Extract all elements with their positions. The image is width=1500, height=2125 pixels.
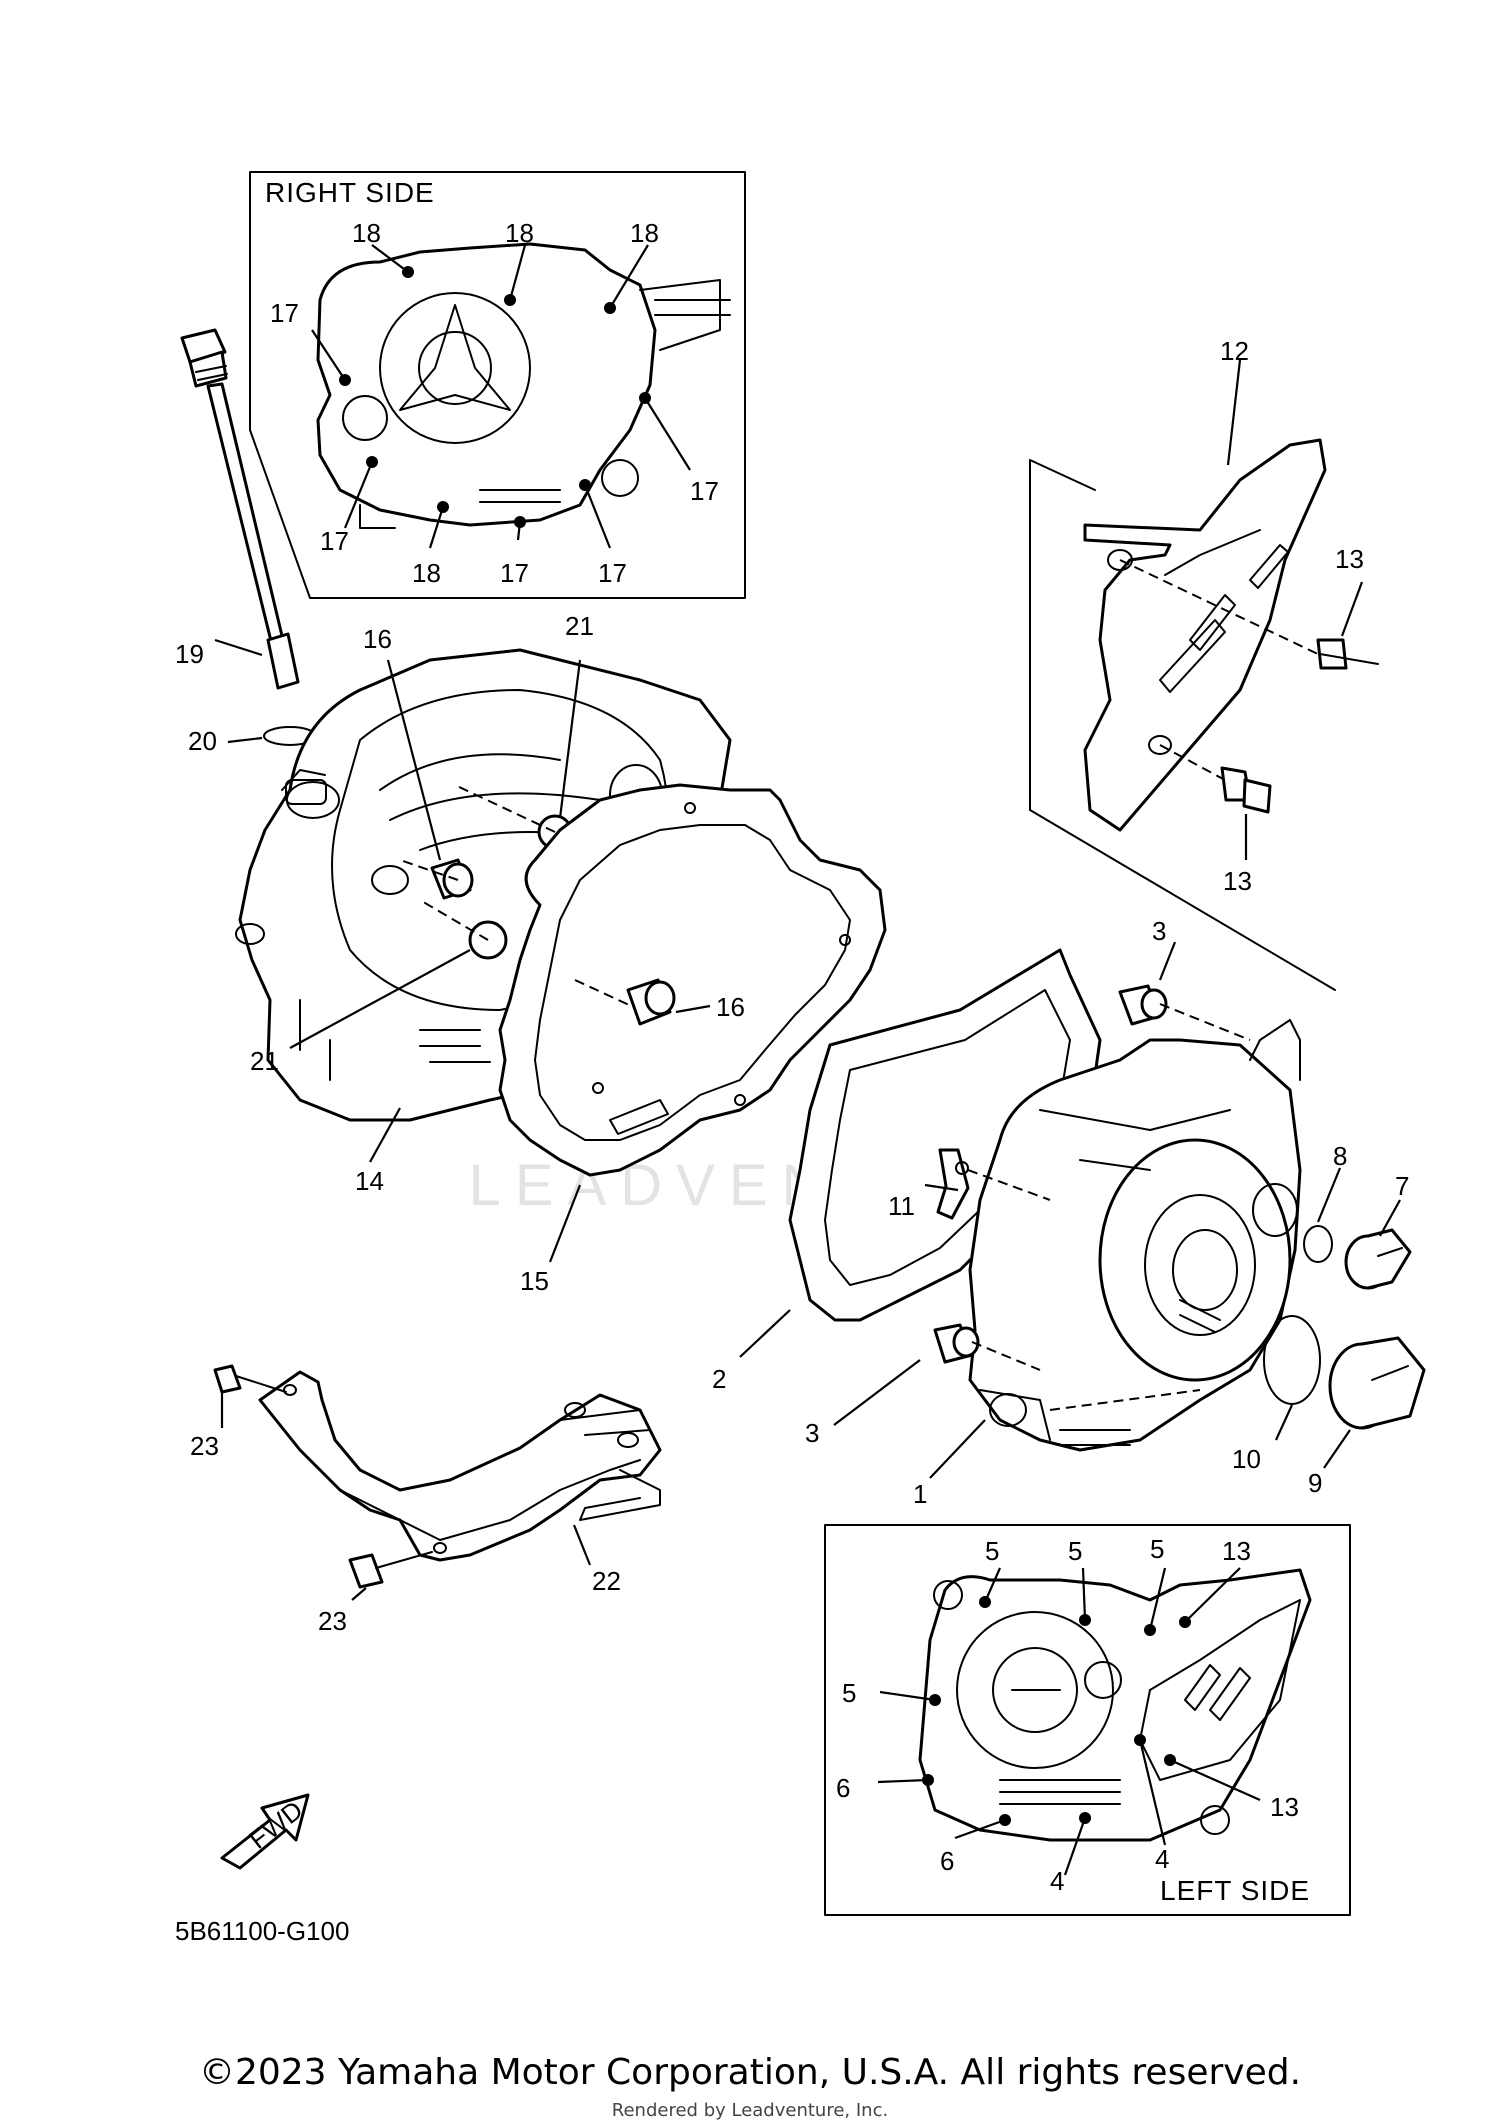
callout-18: 18 [630,218,659,248]
callout-11: 11 [888,1191,915,1221]
bolt-23-upper [213,1364,287,1394]
callout-17: 17 [690,476,719,506]
callout-4: 4 [1155,1844,1169,1874]
rendered-by-note: Rendered by Leadventure, Inc. [611,2100,889,2121]
diagram-code: 5B61100-G100 [175,1916,349,1946]
callout-13: 13 [1335,544,1364,574]
callout-17: 17 [270,298,299,328]
callout-10: 10 [1232,1444,1261,1474]
callout-6: 6 [940,1846,954,1876]
dowel-16 [574,978,676,1026]
bolt-23-lower [348,1551,433,1589]
dipstick-assembly [180,328,317,746]
gasket-15 [498,783,887,1177]
callout-16: 16 [363,624,392,654]
bolt-13-lower [1159,744,1272,814]
callout-7: 7 [1395,1171,1409,1201]
dowel-3-lower [933,1323,1041,1371]
bracket-11 [936,1148,1051,1220]
callout-9: 9 [1308,1468,1322,1498]
callout-21: 21 [250,1046,279,1076]
callout-16: 16 [716,992,745,1022]
left-side-inset: LEFT SIDE 5 [824,1524,1351,1916]
callout-15: 15 [520,1266,549,1296]
callout-13: 13 [1270,1792,1299,1822]
fwd-arrow-icon: FWD [220,1793,310,1870]
sprocket-cover-12 [1029,438,1336,991]
callout-19: 19 [175,639,204,669]
callout-20: 20 [188,726,217,756]
callout-5: 5 [1068,1536,1082,1566]
callout-5: 5 [842,1678,856,1708]
left-side-title: LEFT SIDE [1160,1875,1310,1906]
callout-23: 23 [318,1606,347,1636]
right-side-title: RIGHT SIDE [265,177,435,208]
plug-9 [1328,1336,1426,1430]
callout-1: 1 [913,1479,927,1509]
callout-5: 5 [1150,1534,1164,1564]
callout-17: 17 [598,558,627,588]
bolt-13-upper [1119,559,1379,670]
plug-7 [1344,1228,1412,1290]
callout-17: 17 [320,526,349,556]
copyright-notice: ©2023 Yamaha Motor Corporation, U.S.A. A… [198,2052,1302,2093]
o-ring-8 [1303,1225,1333,1263]
gasket-2 [788,948,1102,1322]
callout-14: 14 [355,1166,384,1196]
callout-18: 18 [505,218,534,248]
callout-22: 22 [592,1566,621,1596]
callout-13: 13 [1223,866,1252,896]
callout-6: 6 [836,1773,850,1803]
callout-21: 21 [565,611,594,641]
callout-18: 18 [352,218,381,248]
callout-18: 18 [412,558,441,588]
callout-13: 13 [1222,1536,1251,1566]
callout-4: 4 [1050,1866,1064,1896]
generator-cover-1 [968,1019,1302,1452]
callout-2: 2 [712,1364,726,1394]
callout-3: 3 [1152,916,1166,946]
o-ring-10 [1263,1315,1321,1405]
callout-3: 3 [805,1418,819,1448]
callout-8: 8 [1333,1141,1347,1171]
right-side-inset: RIGHT SIDE [249,171,746,599]
callout-12: 12 [1220,336,1249,366]
callout-5: 5 [985,1536,999,1566]
callout-17: 17 [500,558,529,588]
dowel-3-upper [1118,984,1251,1041]
guard-22 [258,1370,662,1562]
callout-23: 23 [190,1431,219,1461]
